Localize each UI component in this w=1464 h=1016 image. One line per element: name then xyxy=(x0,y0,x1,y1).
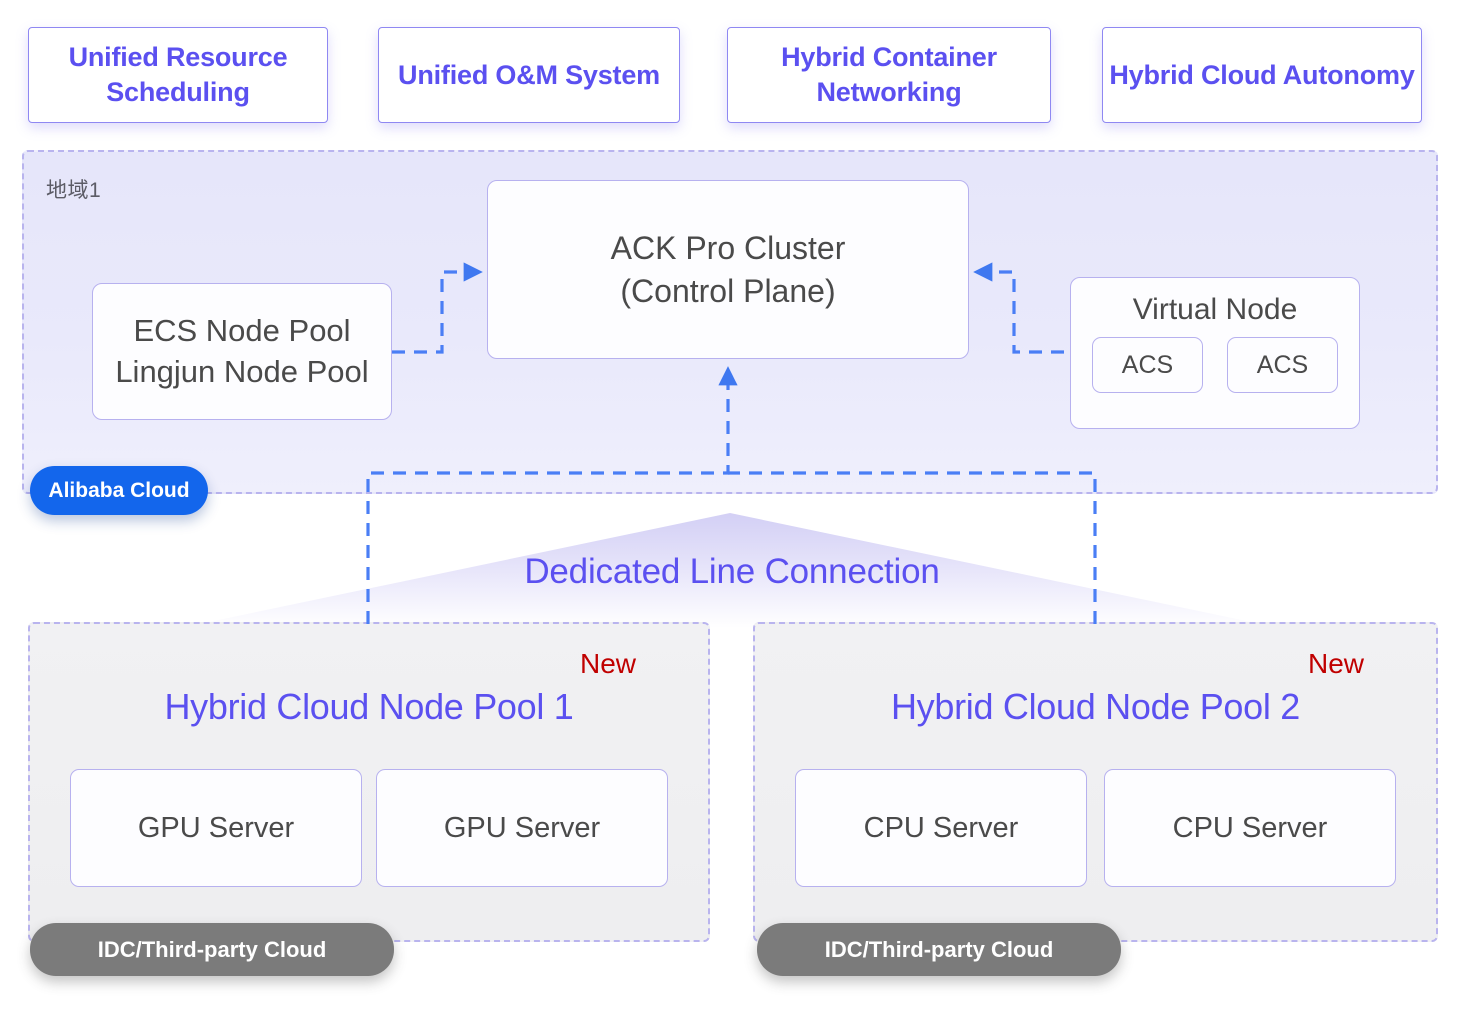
ecs-node-pool-line2: Lingjun Node Pool xyxy=(115,353,369,389)
feature-card-unified-om-system[interactable]: Unified O&M System xyxy=(378,27,680,123)
pool-title: Hybrid Cloud Node Pool 1 xyxy=(164,686,574,727)
server-row: GPU Server GPU Server xyxy=(70,769,668,887)
server-row: CPU Server CPU Server xyxy=(795,769,1396,887)
pool-title: Hybrid Cloud Node Pool 2 xyxy=(890,686,1301,727)
new-badge: New xyxy=(579,648,636,679)
hybrid-cloud-node-pool-1-panel: New Hybrid Cloud Node Pool 1 GPU Server … xyxy=(28,622,710,942)
idc-third-party-cloud-badge: IDC/Third-party Cloud xyxy=(30,923,394,976)
virtual-node-box[interactable]: Virtual Node ACS ACS xyxy=(1070,277,1360,429)
virtual-node-title: Virtual Node xyxy=(1132,293,1298,326)
feature-card-label: Unified O&M System xyxy=(398,59,660,90)
feature-card-hybrid-container-networking[interactable]: Hybrid Container Networking xyxy=(727,27,1051,123)
feature-card-hybrid-cloud-autonomy[interactable]: Hybrid Cloud Autonomy xyxy=(1102,27,1422,123)
server-box[interactable]: GPU Server xyxy=(70,769,362,887)
idc-third-party-cloud-badge: IDC/Third-party Cloud xyxy=(757,923,1121,976)
region-label: 地域1 xyxy=(46,179,102,202)
ack-pro-cluster-control-plane-box[interactable]: ACK Pro Cluster (Control Plane) xyxy=(487,180,969,359)
feature-card-label: Hybrid Cloud Autonomy xyxy=(1109,59,1415,90)
server-box[interactable]: CPU Server xyxy=(1104,769,1396,887)
feature-card-label: Unified Resource Scheduling xyxy=(68,42,288,107)
ack-cluster-line1: ACK Pro Cluster xyxy=(610,230,846,267)
ack-cluster-line2: (Control Plane) xyxy=(620,272,836,309)
acs-row: ACS ACS xyxy=(1092,337,1338,393)
feature-card-unified-resource-scheduling[interactable]: Unified Resource Scheduling xyxy=(28,27,328,123)
dedicated-line-connection-label: Dedicated Line Connection xyxy=(524,552,940,591)
ecs-lingjun-node-pool-box[interactable]: ECS Node Pool Lingjun Node Pool xyxy=(92,283,392,420)
server-box[interactable]: GPU Server xyxy=(376,769,668,887)
acs-box[interactable]: ACS xyxy=(1092,337,1203,393)
ecs-node-pool-line1: ECS Node Pool xyxy=(133,312,351,348)
acs-box[interactable]: ACS xyxy=(1227,337,1338,393)
server-box[interactable]: CPU Server xyxy=(795,769,1087,887)
new-badge: New xyxy=(1307,648,1364,679)
alibaba-cloud-badge: Alibaba Cloud xyxy=(30,466,208,515)
hybrid-cloud-node-pool-2-panel: New Hybrid Cloud Node Pool 2 CPU Server … xyxy=(753,622,1438,942)
feature-card-label: Hybrid Container Networking xyxy=(781,42,997,107)
